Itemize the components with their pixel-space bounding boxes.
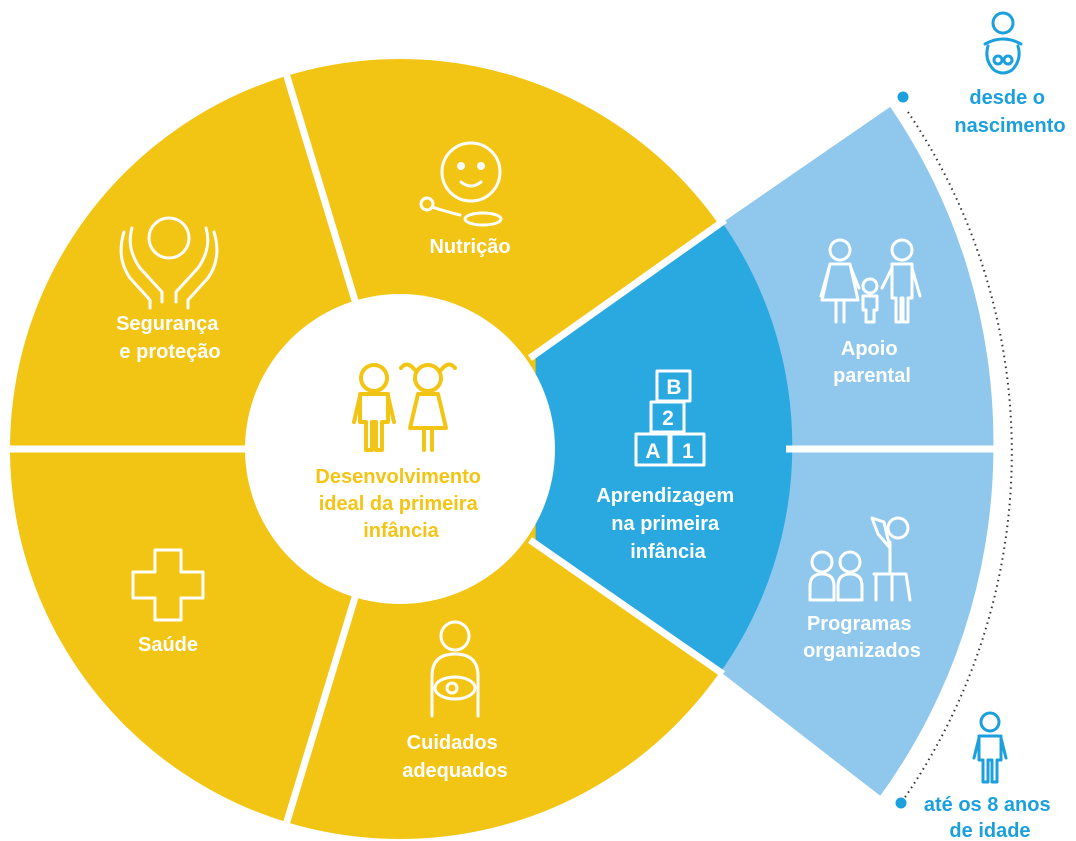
block-letter: B xyxy=(666,376,681,399)
segment-label-line: Saúde xyxy=(138,634,198,656)
timeline-end-line: de idade xyxy=(949,820,1030,841)
learning-blocks-icon: B 2 A 1 xyxy=(634,369,706,467)
children-icon xyxy=(352,362,457,452)
block-letter: A xyxy=(645,440,660,463)
block-letter: 1 xyxy=(682,440,694,463)
center-circle xyxy=(245,294,555,604)
segment-label-line: na primeira xyxy=(611,513,720,535)
segment-label-aprendizagem: Aprendizagem na primeira infância xyxy=(596,485,739,563)
timeline-start-label: desde o nascimento xyxy=(954,87,1065,137)
segment-label-line: Programas xyxy=(807,613,912,635)
segment-label-line: e proteção xyxy=(119,341,220,363)
segment-label-line: infância xyxy=(630,541,706,563)
segment-label-line: Segurança xyxy=(116,313,219,335)
baby-food-face-icon xyxy=(419,141,503,227)
health-cross-icon xyxy=(131,548,205,622)
protecting-hands-icon xyxy=(119,216,219,310)
segment-label-nutricao: Nutrição xyxy=(429,236,510,258)
timeline-start-line: nascimento xyxy=(954,115,1065,137)
segment-label-apoio: Apoio parental xyxy=(833,338,911,387)
segment-programas-organizados xyxy=(720,452,994,796)
segment-label-saude: Saúde xyxy=(138,634,198,656)
segment-label-line: parental xyxy=(833,365,911,387)
segment-label-programas: Programas organizados xyxy=(803,613,921,662)
segment-label-cuidados: Cuidados adequados xyxy=(402,732,508,782)
center-label-line: infância xyxy=(363,520,439,542)
segment-label-line: Nutrição xyxy=(429,236,510,258)
timeline-start-line: desde o xyxy=(969,87,1045,109)
segment-label-line: Aprendizagem xyxy=(596,485,734,507)
segment-label-line: organizados xyxy=(803,640,921,662)
timeline-start-dot xyxy=(897,91,909,103)
baby-icon xyxy=(983,11,1023,75)
timeline-end-line: até os 8 anos xyxy=(924,794,1051,816)
segment-label-seguranca: Segurança e proteção xyxy=(116,313,224,363)
timeline-end-dot xyxy=(895,797,907,809)
center-label-line: ideal da primeira xyxy=(319,493,479,515)
segment-label-line: adequados xyxy=(402,760,508,782)
caregiver-holding-baby-icon xyxy=(430,620,480,718)
teacher-reading-icon xyxy=(808,516,912,602)
segment-label-line: Cuidados xyxy=(407,732,498,754)
timeline-end-label: até os 8 anos de idade xyxy=(924,794,1056,841)
segment-aprendizagem xyxy=(535,222,793,672)
block-letter: 2 xyxy=(662,407,674,430)
segment-apoio-parental xyxy=(722,106,994,447)
center-label-line: Desenvolvimento xyxy=(315,466,481,488)
center-label: Desenvolvimento ideal da primeira infânc… xyxy=(315,466,486,542)
family-icon xyxy=(819,238,922,324)
child-icon xyxy=(972,711,1008,784)
segment-label-line: Apoio xyxy=(841,338,898,360)
